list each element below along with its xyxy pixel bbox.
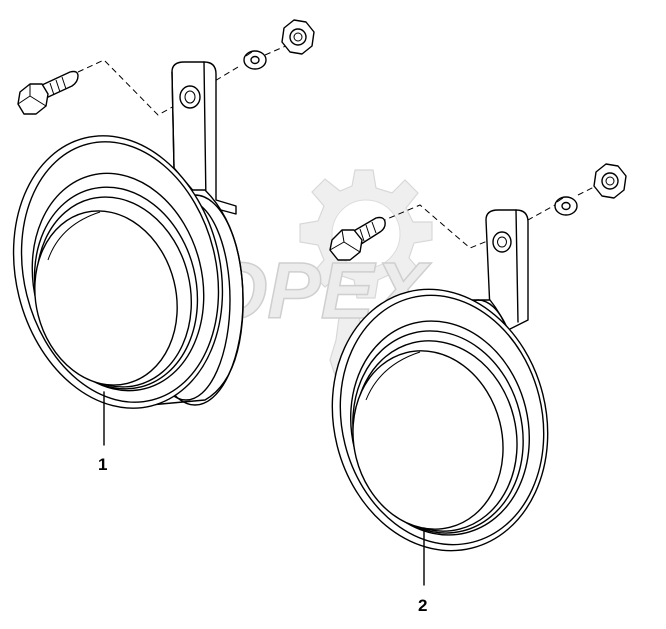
callout-2-label: 2 <box>418 596 427 615</box>
washer-1 <box>243 50 267 70</box>
nut-2 <box>593 163 627 199</box>
bracket-2 <box>485 209 529 331</box>
callout-1-label: 1 <box>98 455 107 474</box>
assembly-line-2c <box>577 184 599 196</box>
callout-1: 1 <box>98 391 107 474</box>
nut-1 <box>281 19 315 55</box>
bolt-1 <box>17 70 79 115</box>
washer-2 <box>554 196 578 216</box>
bolt-2 <box>329 216 386 261</box>
assembly-line-2 <box>379 204 501 249</box>
assembly-line-1 <box>77 59 186 116</box>
bracket-1 <box>171 61 237 215</box>
horn-1 <box>12 135 244 409</box>
assembly-line-2b <box>509 204 556 231</box>
callout-2: 2 <box>418 527 427 615</box>
assembly-line-1c <box>264 44 289 56</box>
horn-2 <box>331 288 549 552</box>
